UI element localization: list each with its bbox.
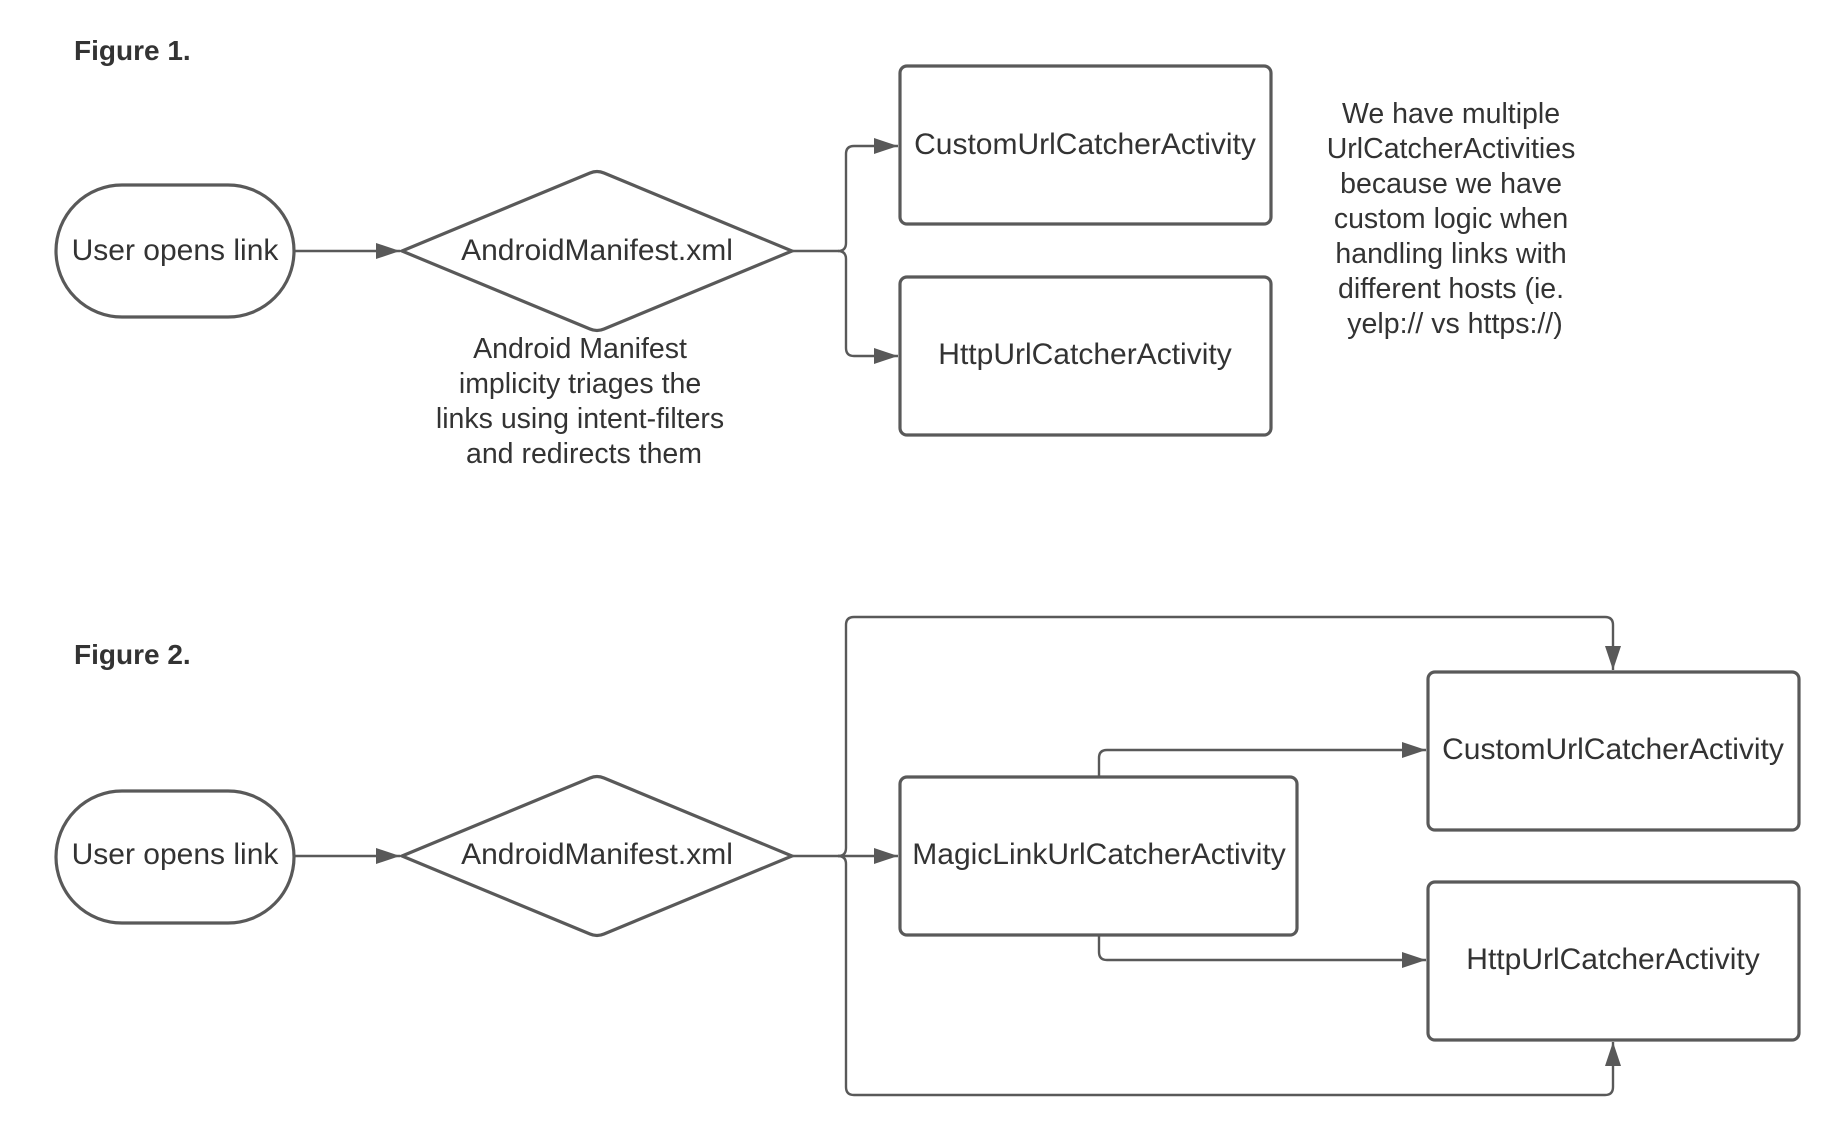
fig2-decision-node: AndroidManifest.xml — [397, 774, 797, 938]
fig1-side-note-line: yelp:// vs https://) — [1347, 308, 1562, 340]
fig1-custom-shape — [898, 64, 1273, 226]
fig2-http-node: HttpUrlCatcherActivity — [1426, 880, 1801, 1042]
fig1-decision-node: AndroidManifest.xml — [397, 169, 797, 333]
fig1-side-note-line: UrlCatcherActivities — [1327, 133, 1576, 165]
fig1-http-node: HttpUrlCatcherActivity — [898, 275, 1273, 437]
fig2-connector-manifest-to-custom — [837, 615, 1621, 858]
fig1-http-shape — [898, 275, 1273, 437]
fig1-side-note-line: custom logic when — [1334, 203, 1568, 235]
fig1-manifest-note-line: Android Manifest — [473, 333, 687, 365]
figure-1: Figure 1. User opens link AndroidManifes… — [54, 35, 1584, 470]
fig1-decision-label: AndroidManifest.xml — [461, 234, 733, 267]
fig2-connector-magic-to-custom — [1097, 742, 1426, 777]
fig1-side-note-line: different hosts (ie. — [1338, 273, 1564, 305]
fig1-http-label: HttpUrlCatcherActivity — [938, 338, 1231, 371]
fig2-custom-shape — [1426, 670, 1801, 832]
figure-1-title: Figure 1. — [74, 35, 191, 66]
fig1-manifest-note: Android Manifest implicity triages the l… — [436, 333, 732, 470]
fig2-start-node: User opens link — [54, 789, 296, 925]
fig1-custom-label: CustomUrlCatcherActivity — [914, 128, 1256, 161]
fig2-custom-label: CustomUrlCatcherActivity — [1442, 733, 1784, 766]
figure-2-title: Figure 2. — [74, 639, 191, 670]
fig2-http-label: HttpUrlCatcherActivity — [1466, 943, 1759, 976]
fig1-start-label: User opens link — [72, 234, 280, 267]
fig2-decision-label: AndroidManifest.xml — [461, 838, 733, 871]
fig1-connector-manifest-to-http — [837, 249, 898, 364]
fig1-side-note: We have multiple UrlCatcherActivities be… — [1327, 98, 1584, 340]
fig1-custom-node: CustomUrlCatcherActivity — [898, 64, 1273, 226]
fig2-connector-magic-to-http — [1097, 935, 1426, 968]
fig1-side-note-line: handling links with — [1335, 238, 1566, 270]
fig1-side-note-line: because we have — [1340, 168, 1562, 200]
fig2-connector-manifest-to-http — [837, 854, 1621, 1097]
fig2-magic-label: MagicLinkUrlCatcherActivity — [912, 838, 1285, 871]
fig1-manifest-note-line: implicity triages the — [459, 368, 701, 400]
fig2-start-label: User opens link — [72, 838, 280, 871]
fig2-http-shape — [1426, 880, 1801, 1042]
fig2-magic-node: MagicLinkUrlCatcherActivity — [898, 775, 1299, 937]
fig1-connector-manifest-to-custom — [792, 138, 898, 253]
figure-2: Figure 2. User opens link AndroidManifes… — [54, 615, 1801, 1097]
fig1-manifest-note-line: links using intent-filters — [436, 403, 724, 435]
fig1-start-node: User opens link — [54, 183, 296, 319]
fig2-custom-node: CustomUrlCatcherActivity — [1426, 670, 1801, 832]
fig1-side-note-line: We have multiple — [1342, 98, 1560, 130]
fig1-manifest-note-line: and redirects them — [466, 438, 702, 470]
